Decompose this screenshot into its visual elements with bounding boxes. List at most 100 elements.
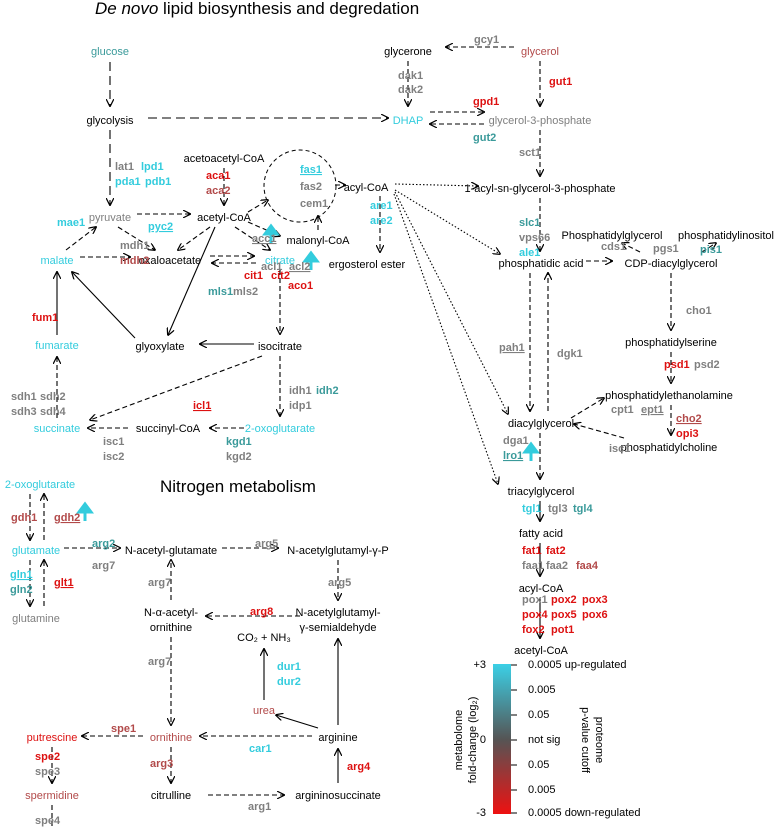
gene-sdh3: sdh3 (11, 406, 37, 418)
metabolite-succinylcoa: succinyl-CoA (136, 423, 201, 435)
gene-fat1: fat1 (522, 545, 542, 557)
gene-psd2: psd2 (694, 359, 720, 371)
legend-top-value: +3 (473, 659, 486, 671)
gene-arg7: arg7 (92, 560, 115, 572)
gene-psd1: psd1 (664, 359, 690, 371)
gene-mls1: mls1 (208, 286, 233, 298)
legend-tick-5: 0.005 (528, 784, 556, 796)
gene-glt1: glt1 (54, 577, 74, 589)
gene-arg5: arg5 (328, 577, 351, 589)
metabolite-ornithine: ornithine (150, 732, 192, 744)
metabolite-succinate: succinate (34, 423, 80, 435)
gene-tgl4: tgl4 (573, 503, 593, 515)
gene-pda1: pda1 (115, 176, 141, 188)
metabolite-putrescine: putrescine (27, 732, 78, 744)
gene-cit2: cit2 (271, 270, 290, 282)
gene-kgd1: kgd1 (226, 436, 252, 448)
gene-sdh4: sdh4 (40, 406, 67, 418)
legend-colorbar (493, 664, 511, 814)
nitrogen-title: Nitrogen metabolism (160, 477, 316, 496)
legend-bottom-value: -3 (476, 807, 486, 819)
gene-ale1: ale1 (519, 247, 540, 259)
legend-right-title-1: proteome (593, 717, 605, 763)
gene-sct1: sct1 (519, 147, 541, 159)
gene-spe4: spe4 (35, 815, 61, 827)
gene-sdh1: sdh1 (11, 391, 37, 403)
gene-pox5: pox5 (551, 609, 577, 621)
metabolite-glucose: glucose (91, 46, 129, 58)
metabolite-nacorn1: N-α-acetyl- (144, 607, 198, 619)
gene-mdh2: mdh2 (120, 255, 149, 267)
metabolite-glutamate: glutamate (12, 545, 60, 557)
legend-tick-3: not sig (528, 734, 560, 746)
legend-left-title-1: metabolome (453, 710, 465, 771)
gene-pox6: pox6 (582, 609, 608, 621)
gene-pox1: pox1 (522, 594, 548, 606)
gene-mdh1: mdh1 (120, 240, 149, 252)
gene-gut2: gut2 (473, 132, 496, 144)
gene-mae1: mae1 (57, 217, 85, 229)
gene-gln1: gln1 (10, 569, 33, 581)
legend-tick-0: 0.0005 up-regulated (528, 659, 626, 671)
metabolite-phosphatidylserine: phosphatidylserine (625, 337, 717, 349)
metabolite-nacorn2: ornithine (150, 622, 192, 634)
metabolite-phosphatidylglycerol: Phosphatidylglycerol (562, 230, 663, 242)
gene-isc2: isc2 (103, 451, 124, 463)
gene-car1: car1 (249, 743, 272, 755)
gene-gdh2: gdh2 (54, 512, 80, 524)
gene-arg5: arg5 (255, 538, 278, 550)
gene-gut1: gut1 (549, 76, 572, 88)
metabolite-oxoglutarate2: 2-oxoglutarate (5, 479, 75, 491)
gene-arg8: arg8 (250, 606, 273, 618)
metabolite-glycerone: glycerone (384, 46, 432, 58)
gene-lat1: lat1 (115, 161, 134, 173)
metabolite-arginine: arginine (318, 732, 357, 744)
gene-sdh2: sdh2 (40, 391, 66, 403)
metabolite-glutamine: glutamine (12, 613, 60, 625)
gene-spe1: spe1 (111, 723, 136, 735)
gene-cem1: cem1 (300, 198, 328, 210)
metabolite-co2: CO₂ + NH₃ (237, 632, 291, 644)
legend-left-title-2: fold-change (log₂) (467, 697, 479, 784)
gene-aco1: aco1 (288, 280, 313, 292)
lipid-title-italic: De novo (95, 0, 158, 18)
gene-gdh1: gdh1 (11, 512, 37, 524)
gene-slc1: slc1 (519, 217, 540, 229)
up-arrow-acl2-icon (302, 250, 320, 270)
gene-dak1: dak1 (398, 70, 423, 82)
metabolite-tag: triacylglycerol (508, 486, 575, 498)
edges (30, 47, 716, 827)
up-arrow-acc1-icon (262, 223, 280, 243)
metabolite-pe: phosphatidylethanolamine (605, 390, 733, 402)
metabolite-nacsemi2: γ-semialdehyde (299, 622, 376, 634)
gene-dur1: dur1 (277, 661, 301, 673)
metabolite-pa: phosphatidic acid (498, 258, 583, 270)
gene-idh2: idh2 (316, 385, 339, 397)
metabolite-spermidine: spermidine (25, 790, 79, 802)
gene-icl1: icl1 (193, 400, 211, 412)
gene-kgd2: kgd2 (226, 451, 252, 463)
gene-ept1: ept1 (641, 404, 664, 416)
gene-pis1: pis1 (700, 244, 722, 256)
gene-arg3: arg3 (150, 758, 173, 770)
up-arrow-lro1-icon (522, 441, 540, 461)
gene-dak2: dak2 (398, 84, 423, 96)
gene-opi3: opi3 (676, 428, 699, 440)
metabolite-dag: diacylglycerol (508, 418, 574, 430)
metabolite-acylcoa1: acyl-CoA (344, 182, 389, 194)
metabolite-isocitrate: isocitrate (258, 341, 302, 353)
metabolite-citrate: citrate (265, 255, 295, 267)
gene-dgk1: dgk1 (557, 348, 583, 360)
metabolite-acetylcoa1: acetyl-CoA (197, 212, 251, 224)
gene-pox4: pox4 (522, 609, 549, 621)
metabolite-dhap: DHAP (393, 115, 424, 127)
up-arrows (76, 223, 540, 521)
metabolite-acetylcoa2: acetyl-CoA (514, 645, 568, 657)
metabolite-ergosterol: ergosterol ester (329, 259, 406, 271)
gene-arg4: arg4 (347, 761, 371, 773)
gene-isc1: isc1 (609, 443, 630, 455)
